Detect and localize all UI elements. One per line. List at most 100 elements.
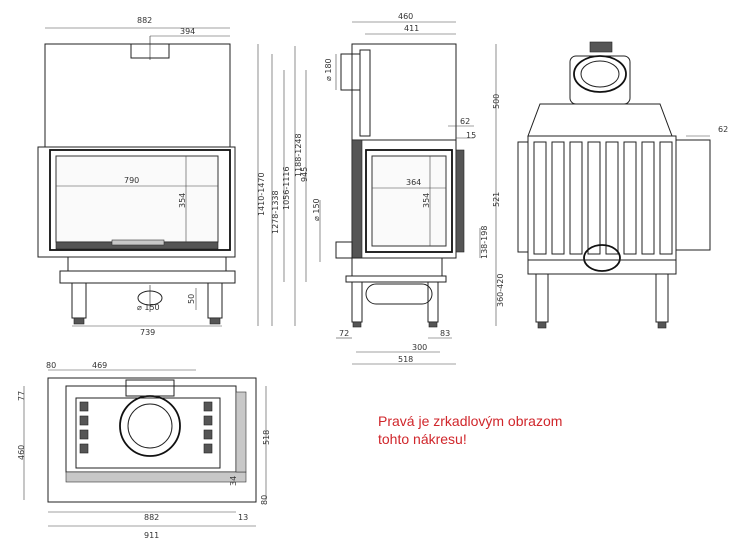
side-rear-strip: [455, 149, 465, 253]
dim-911: 911: [144, 531, 159, 540]
top-side-glass: [235, 391, 247, 473]
top-inner: [65, 385, 237, 473]
dim-364: 364: [406, 178, 421, 187]
dim-72: 72: [339, 329, 349, 338]
dim-150: ⌀ 150: [137, 303, 160, 312]
dim-77: 77: [17, 391, 26, 401]
dim-62-side: 62: [460, 117, 470, 126]
dim-739: 739: [140, 328, 155, 337]
back-leg-left: [535, 273, 549, 323]
front-base: [67, 256, 227, 272]
dim-460: 460: [398, 12, 413, 21]
front-handle: [111, 239, 165, 246]
dim-50: 50: [187, 294, 196, 304]
dim-518-side: 518: [398, 355, 413, 364]
dim-394: 394: [180, 27, 195, 36]
dim-180: ⌀ 180: [324, 58, 333, 81]
side-foot-rear: [428, 321, 438, 328]
side-foot-front: [352, 321, 362, 328]
dim-882-top: 882: [144, 513, 159, 522]
dim-945: 945: [300, 167, 309, 182]
top-view: 80 469 77 460 518 34 80 882 13 911: [17, 361, 271, 540]
top-flue-inner: [127, 403, 173, 449]
top-rib: [203, 443, 213, 454]
top-rib: [203, 415, 213, 426]
dim-460-top: 460: [17, 445, 26, 460]
dim-469: 469: [92, 361, 107, 370]
mirror-note-line2: tohto nákresu!: [378, 431, 467, 447]
back-hood: [527, 103, 673, 137]
dim-1410-1470: 1410-1470: [257, 172, 266, 216]
dim-80-top: 80: [46, 361, 56, 370]
back-rib: [605, 141, 619, 255]
dim-300: 300: [412, 343, 427, 352]
front-glass: [55, 155, 219, 243]
back-foot-right: [657, 321, 667, 329]
side-view: 1410-1470 1278-1338 1056-1116 1188-1248 …: [257, 12, 505, 365]
front-leg-left: [71, 282, 87, 319]
dim-521: 521: [492, 192, 501, 207]
dim-500: 500: [492, 94, 501, 109]
side-leg-front: [351, 281, 363, 323]
side-door-frame: [365, 149, 453, 253]
dim-518-top: 518: [262, 430, 271, 445]
side-air-inlet: [335, 241, 353, 259]
top-front-strip: [65, 471, 247, 483]
top-rib: [79, 443, 89, 454]
side-flue-collar: [340, 53, 361, 91]
top-rib: [79, 415, 89, 426]
back-flue-top: [589, 41, 613, 53]
top-firebox: [75, 397, 221, 469]
top-flue-collar: [125, 379, 175, 397]
dim-13: 13: [238, 513, 248, 522]
dim-62-back: 62: [718, 125, 728, 134]
front-foot-right: [209, 317, 221, 325]
dim-790: 790: [124, 176, 139, 185]
top-rib: [79, 401, 89, 412]
dim-138-198: 138-198: [480, 226, 489, 259]
back-right-panel: [675, 139, 711, 251]
back-rib: [641, 141, 655, 255]
back-rib: [587, 141, 601, 255]
back-foot-left: [537, 321, 547, 329]
top-rib: [79, 429, 89, 440]
side-base: [351, 257, 443, 277]
dim-1278-1338: 1278-1338: [271, 190, 280, 234]
dim-354: 354: [178, 193, 187, 208]
back-base: [527, 259, 677, 275]
top-ribs: [79, 401, 213, 454]
back-rib: [569, 141, 583, 255]
back-rib: [659, 141, 673, 255]
dim-1188-1248: 1188-1248: [294, 133, 303, 177]
top-rib: [203, 429, 213, 440]
back-left-flange: [517, 141, 529, 253]
dim-354-side: 354: [422, 193, 431, 208]
dim-150-side: ⌀ 150: [312, 198, 321, 221]
back-view: 62: [517, 41, 728, 329]
back-flue-inner: [580, 60, 620, 88]
dim-882: 882: [137, 16, 152, 25]
front-foot-left: [73, 317, 85, 325]
side-front-strip: [351, 139, 363, 259]
side-flue-pipe: [359, 49, 371, 137]
mirror-note-line1: Pravá je zrkadlovým obrazom: [378, 413, 562, 429]
back-leg-right: [655, 273, 669, 323]
side-glass: [371, 155, 447, 247]
top-outer: [47, 377, 257, 503]
back-air-inlet: [583, 244, 621, 272]
dim-15: 15: [466, 131, 476, 140]
front-hood: [44, 43, 231, 148]
dim-360-420: 360-420: [496, 274, 505, 307]
dim-83: 83: [440, 329, 450, 338]
front-leg-right: [207, 282, 223, 319]
top-flue-ring: [119, 395, 181, 457]
back-flue-ring: [573, 55, 627, 93]
dim-34: 34: [229, 476, 238, 486]
front-base-frame: [59, 270, 236, 284]
top-rib: [203, 401, 213, 412]
back-rib: [623, 141, 637, 255]
side-hood: [351, 43, 457, 141]
side-base-frame: [345, 275, 447, 283]
dim-80-top-b: 80: [260, 495, 269, 505]
